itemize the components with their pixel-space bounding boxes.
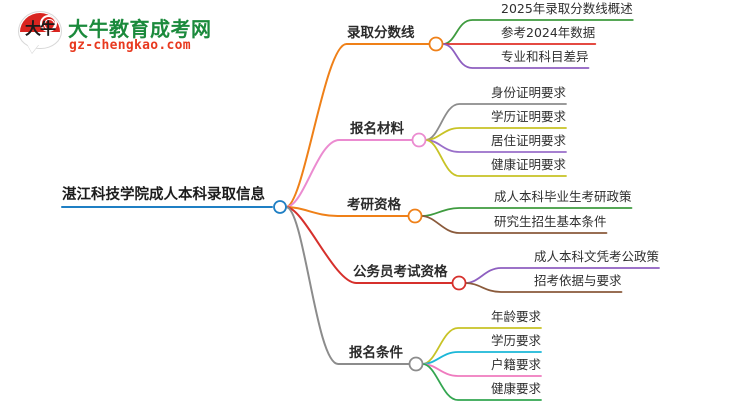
branch-edge-3 bbox=[285, 206, 454, 284]
leaf-edge-3-1 bbox=[464, 282, 623, 293]
branch-label-1[interactable]: 报名材料 bbox=[350, 121, 404, 137]
leaf-label-4-2[interactable]: 户籍要求 bbox=[491, 357, 542, 372]
root-node-label[interactable]: 湛江科技学院成人本科录取信息 bbox=[62, 187, 265, 203]
leaf-label-4-3[interactable]: 健康要求 bbox=[491, 381, 542, 396]
logo-domain: gz-chengkao.com bbox=[69, 38, 191, 53]
leaf-label-4-0[interactable]: 年龄要求 bbox=[491, 309, 542, 324]
leaf-edge-2-1 bbox=[420, 215, 608, 234]
leaf-label-3-1[interactable]: 招考依据与要求 bbox=[534, 273, 622, 288]
leaf-label-0-1[interactable]: 参考2024年数据 bbox=[501, 25, 596, 40]
logo-badge-text: 大牛 bbox=[24, 19, 56, 38]
logo-badge-icon: 大牛 bbox=[18, 11, 62, 53]
leaf-label-1-1[interactable]: 学历证明要求 bbox=[491, 109, 567, 124]
branch-edge-4 bbox=[285, 206, 411, 365]
logo-title: 大牛教育成考网 bbox=[68, 17, 212, 41]
branch-edge-0 bbox=[285, 43, 431, 208]
leaf-label-1-3[interactable]: 健康证明要求 bbox=[491, 157, 567, 172]
branch-edge-1 bbox=[285, 139, 414, 208]
leaf-label-4-1[interactable]: 学历要求 bbox=[491, 333, 542, 348]
leaf-label-2-0[interactable]: 成人本科毕业生考研政策 bbox=[494, 189, 632, 204]
branch-node-0[interactable] bbox=[428, 36, 444, 52]
leaf-edge-0-2 bbox=[441, 43, 590, 69]
leaf-label-1-0[interactable]: 身份证明要求 bbox=[491, 85, 567, 100]
logo-bubble-tail bbox=[27, 44, 39, 53]
leaf-label-1-2[interactable]: 居住证明要求 bbox=[491, 133, 567, 148]
leaf-label-2-1[interactable]: 研究生招生基本条件 bbox=[494, 214, 607, 229]
leaf-edge-4-3 bbox=[421, 363, 542, 401]
branch-label-4[interactable]: 报名条件 bbox=[349, 345, 403, 361]
branch-edge-2 bbox=[285, 206, 410, 217]
branch-label-2[interactable]: 考研资格 bbox=[347, 197, 401, 213]
leaf-label-0-0[interactable]: 2025年录取分数线概述 bbox=[501, 1, 633, 16]
leaf-label-3-0[interactable]: 成人本科文凭考公政策 bbox=[534, 249, 660, 264]
branch-node-1[interactable] bbox=[411, 132, 427, 148]
leaf-label-0-2[interactable]: 专业和科目差异 bbox=[501, 49, 589, 64]
branch-node-2[interactable] bbox=[407, 208, 423, 224]
logo-red-dot bbox=[44, 19, 55, 30]
branch-label-3[interactable]: 公务员考试资格 bbox=[353, 264, 448, 280]
branch-label-0[interactable]: 录取分数线 bbox=[347, 25, 415, 41]
mindmap-nodes bbox=[273, 36, 467, 372]
branch-node-3[interactable] bbox=[451, 275, 467, 291]
mindmap-edges bbox=[61, 19, 660, 401]
branch-node-4[interactable] bbox=[408, 356, 424, 372]
site-logo: 大牛 大牛教育成考网 gz-chengkao.com bbox=[18, 8, 211, 58]
root-node-connector[interactable] bbox=[273, 200, 287, 214]
leaf-edge-1-3 bbox=[424, 139, 567, 177]
